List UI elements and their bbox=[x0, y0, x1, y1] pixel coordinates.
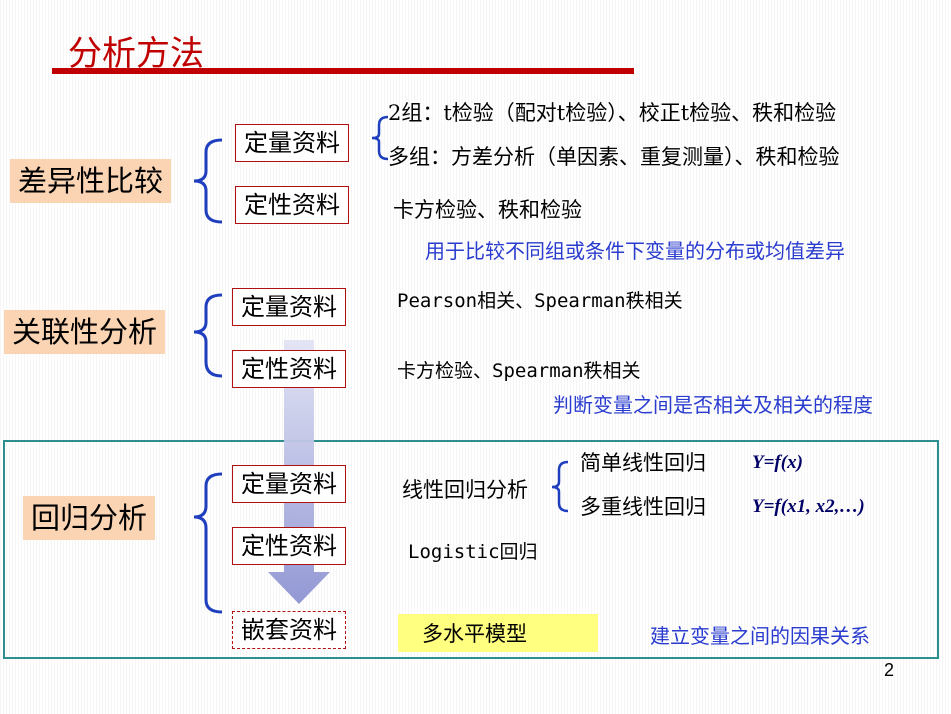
category-correlation: 关联性分析 bbox=[4, 310, 166, 354]
correlation-qualitative-box: 定性资料 bbox=[232, 350, 346, 388]
brace-correlation bbox=[193, 293, 223, 378]
regression-frame bbox=[3, 440, 939, 659]
difference-two-groups-methods: 2组：t检验（配对t检验）、校正t检验、秩和检验 bbox=[388, 101, 837, 125]
regression-note: 建立变量之间的因果关系 bbox=[650, 624, 870, 648]
multilevel-model: 多水平模型 bbox=[422, 622, 527, 646]
page-title: 分析方法 bbox=[68, 34, 204, 74]
simple-linear-regression: 简单线性回归 bbox=[580, 451, 706, 475]
simple-regression-formula: Y=f(x) bbox=[752, 452, 803, 473]
regression-qualitative-box: 定性资料 bbox=[232, 527, 346, 565]
multiple-regression-formula: Y=f(x1, x2,…) bbox=[752, 496, 865, 517]
correlation-quantitative-box: 定量资料 bbox=[232, 288, 346, 326]
correlation-note: 判断变量之间是否相关及相关的程度 bbox=[553, 393, 873, 417]
linear-regression-label: 线性回归分析 bbox=[402, 478, 528, 502]
difference-qualitative-box: 定性资料 bbox=[235, 186, 349, 224]
page-number: 2 bbox=[884, 660, 895, 680]
brace-difference-quant bbox=[371, 115, 389, 161]
correlation-quantitative-methods: Pearson相关、Spearman秩相关 bbox=[397, 290, 683, 312]
regression-quantitative-box: 定量资料 bbox=[232, 465, 346, 503]
brace-regression bbox=[193, 472, 223, 614]
multilevel-highlight bbox=[398, 614, 598, 652]
brace-difference bbox=[193, 138, 223, 224]
difference-qualitative-methods: 卡方检验、秩和检验 bbox=[393, 198, 582, 222]
brace-linear-regression bbox=[551, 460, 569, 513]
difference-multi-groups-methods: 多组：方差分析（单因素、重复测量）、秩和检验 bbox=[388, 145, 840, 169]
regression-nested-box: 嵌套资料 bbox=[232, 611, 346, 649]
title-underline bbox=[52, 68, 634, 74]
logistic-regression: Logistic回归 bbox=[408, 541, 538, 563]
difference-note: 用于比较不同组或条件下变量的分布或均值差异 bbox=[425, 239, 845, 263]
category-difference: 差异性比较 bbox=[10, 159, 172, 203]
difference-quantitative-box: 定量资料 bbox=[235, 124, 349, 162]
correlation-qualitative-methods: 卡方检验、Spearman秩相关 bbox=[397, 360, 641, 382]
category-regression: 回归分析 bbox=[23, 496, 156, 540]
multiple-linear-regression: 多重线性回归 bbox=[580, 495, 706, 519]
